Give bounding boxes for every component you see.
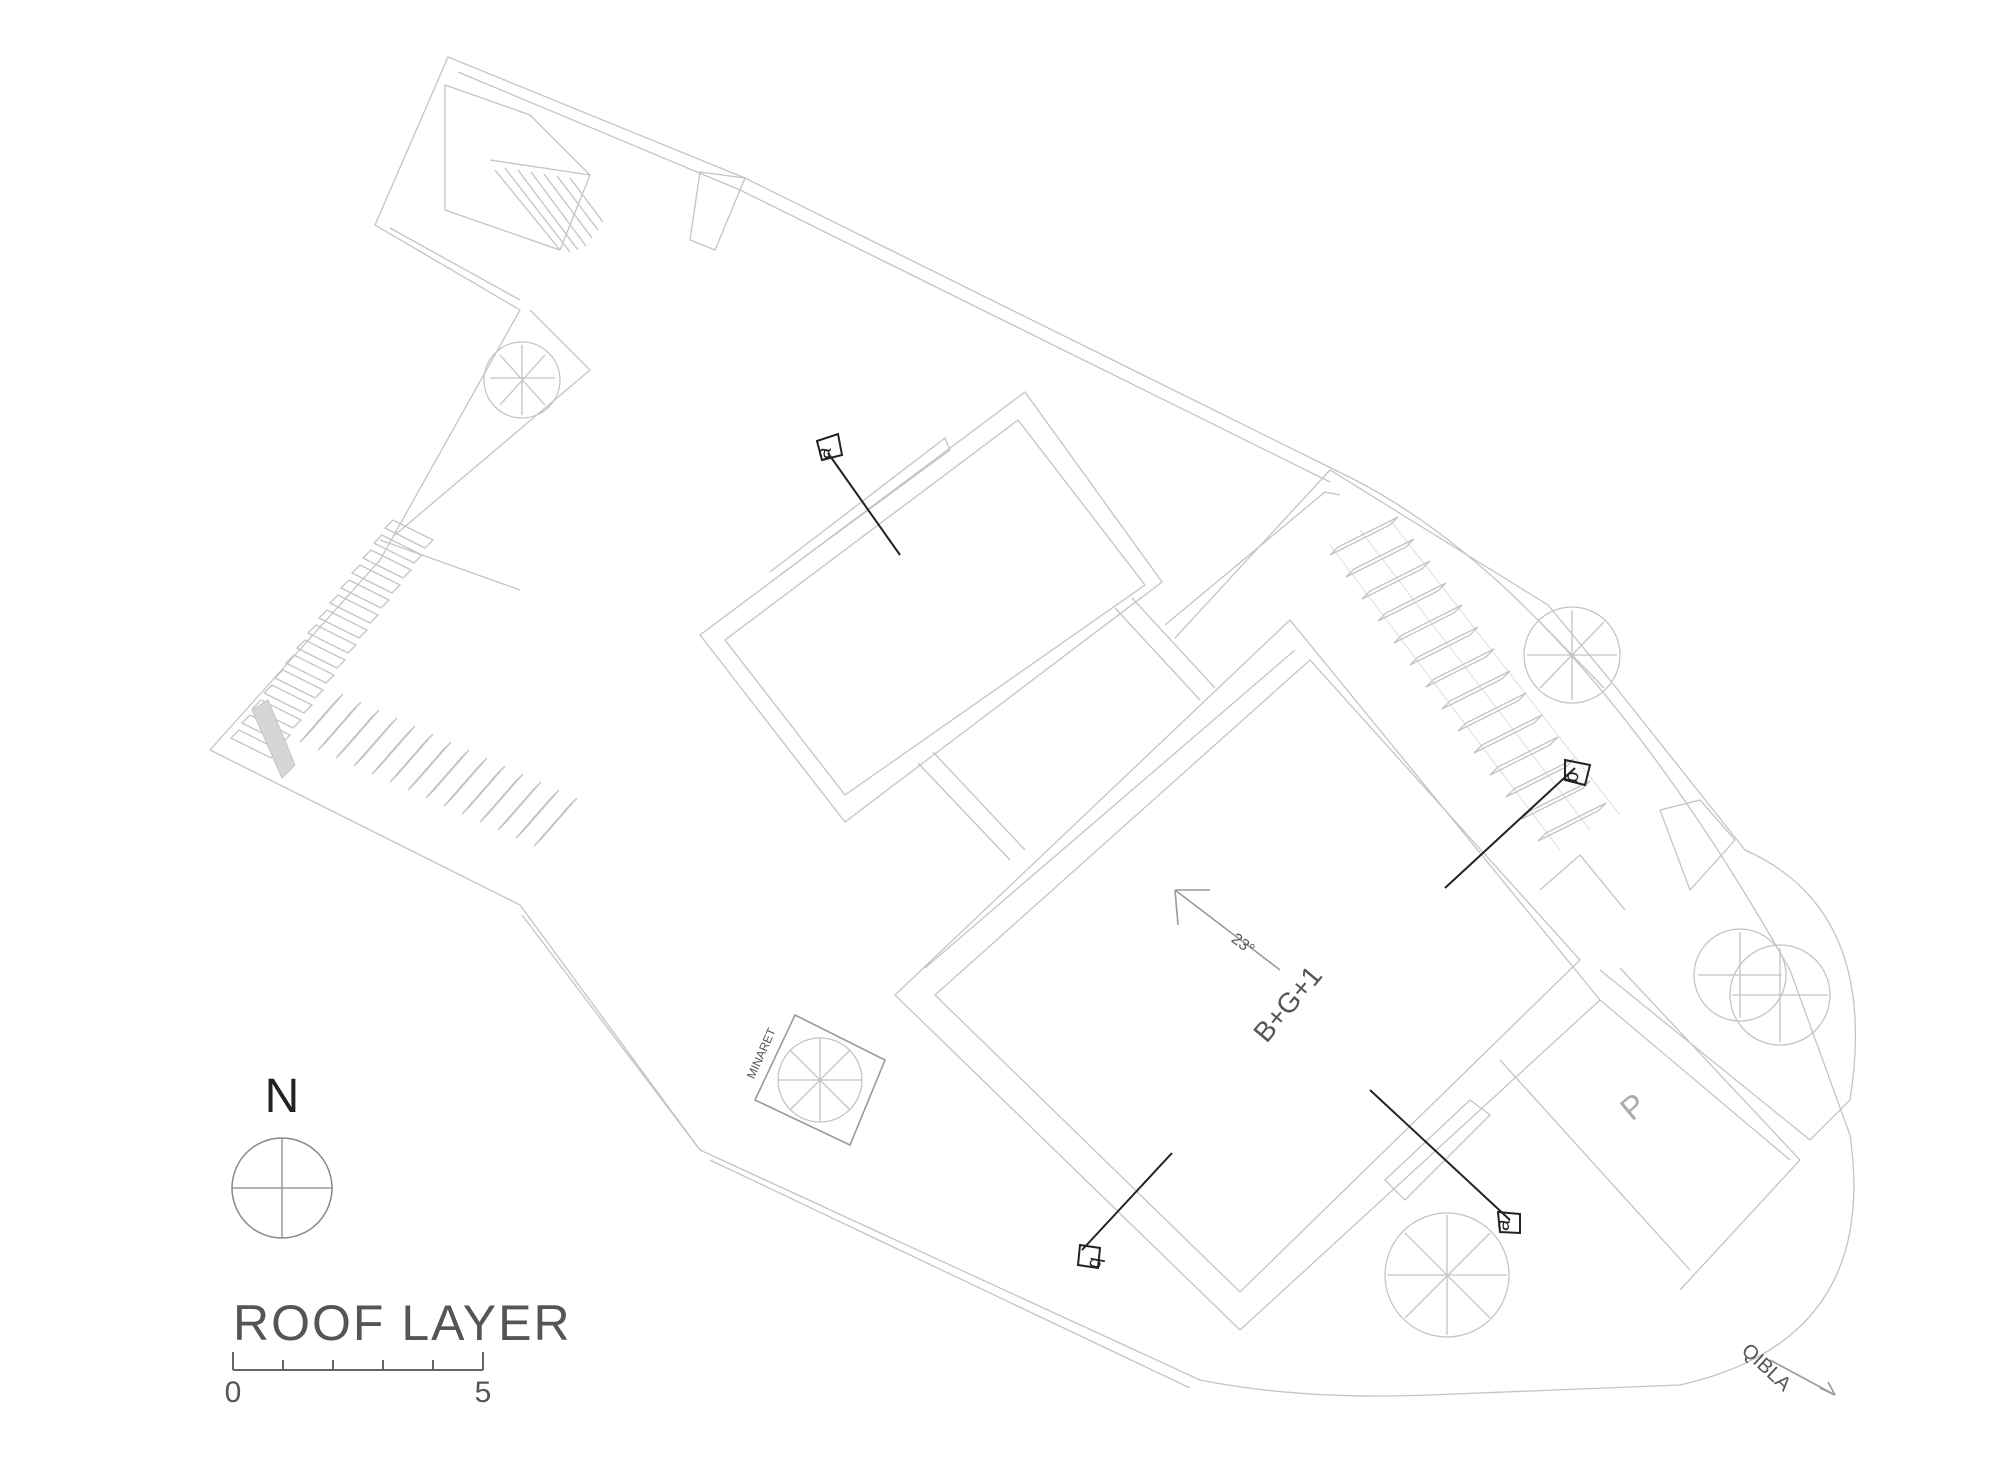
stair-tread — [1489, 736, 1559, 776]
left-ramp-steps — [229, 309, 591, 847]
section-line-b-top — [1444, 758, 1592, 889]
section-marker-b-bottom: b — [1084, 1256, 1108, 1271]
central-stairs — [1329, 516, 1621, 851]
stair-tread — [1345, 538, 1415, 578]
stair-tread — [350, 564, 402, 594]
right-wing — [1499, 604, 1857, 1291]
stair-tread — [425, 749, 470, 799]
stair-tread — [339, 579, 391, 609]
tree-bottom — [1384, 1212, 1510, 1338]
stair-tread — [251, 699, 303, 729]
section-marker-a-top: a — [812, 445, 836, 461]
stair-tread — [533, 797, 578, 847]
stair-tread — [353, 717, 398, 767]
stair-tread — [1457, 692, 1527, 732]
stair-tread — [1393, 604, 1463, 644]
stair-tread — [284, 654, 336, 684]
scale-start-label: 0 — [225, 1376, 242, 1409]
building-label: B+G+1 — [1247, 960, 1328, 1048]
stair-tread — [1377, 582, 1447, 622]
stair-tread — [335, 709, 380, 759]
stair-tread — [317, 701, 362, 751]
stair-tread — [497, 781, 542, 831]
stair-tread — [389, 733, 434, 783]
parking-label: P — [1613, 1086, 1652, 1127]
stair-tread — [1361, 560, 1431, 600]
scale-bar — [232, 1352, 484, 1371]
stair-tread — [443, 757, 488, 807]
scale-end-label: 5 — [475, 1376, 492, 1409]
stair-tread — [262, 684, 314, 714]
site-boundary — [208, 56, 1855, 1397]
tree-right-pair — [1693, 928, 1831, 1046]
stair-tread — [1409, 626, 1479, 666]
stair-tread — [371, 725, 416, 775]
stair-tread — [479, 773, 524, 823]
qibla-label: QIBLA — [1737, 1339, 1796, 1396]
qibla-arrow — [1769, 1359, 1836, 1396]
stair-tread — [372, 534, 424, 564]
stair-tread — [461, 765, 506, 815]
stair-tread — [328, 594, 380, 624]
tree-right-top — [1523, 606, 1621, 704]
stair-tread — [407, 741, 452, 791]
stair-tread — [1537, 802, 1607, 842]
tree-top-left — [483, 341, 561, 419]
stair-tread — [1505, 758, 1575, 798]
main-building — [894, 469, 1626, 1331]
stair-tread — [1329, 516, 1399, 556]
stair-tread — [273, 669, 325, 699]
section-line-a-bottom — [1369, 1089, 1521, 1235]
stair-tread — [361, 549, 413, 579]
top-left-stairs — [444, 84, 746, 253]
upper-block — [699, 391, 1216, 861]
stair-tread — [1441, 670, 1511, 710]
section-line-a-top — [815, 432, 901, 556]
stair-tread — [1425, 648, 1495, 688]
orientation-arrow — [1174, 889, 1281, 971]
section-marker-b-top: b — [1560, 770, 1584, 785]
north-arrow-icon — [231, 1137, 333, 1239]
stair-tread — [383, 519, 435, 549]
stair-tread — [317, 609, 369, 639]
stair-tread — [295, 639, 347, 669]
minaret — [753, 1013, 887, 1147]
section-line-b-bottom — [1076, 1152, 1173, 1270]
minaret-label: MINARET — [744, 1025, 779, 1081]
section-marker-a-bottom: a — [1491, 1217, 1515, 1233]
north-label: N — [265, 1070, 300, 1123]
stair-tread — [1521, 780, 1591, 820]
stair-tread — [306, 624, 358, 654]
stair-tread — [1473, 714, 1543, 754]
stair-tread — [299, 693, 344, 743]
stair-tread — [515, 789, 560, 839]
drawing-title: ROOF LAYER — [233, 1295, 572, 1351]
